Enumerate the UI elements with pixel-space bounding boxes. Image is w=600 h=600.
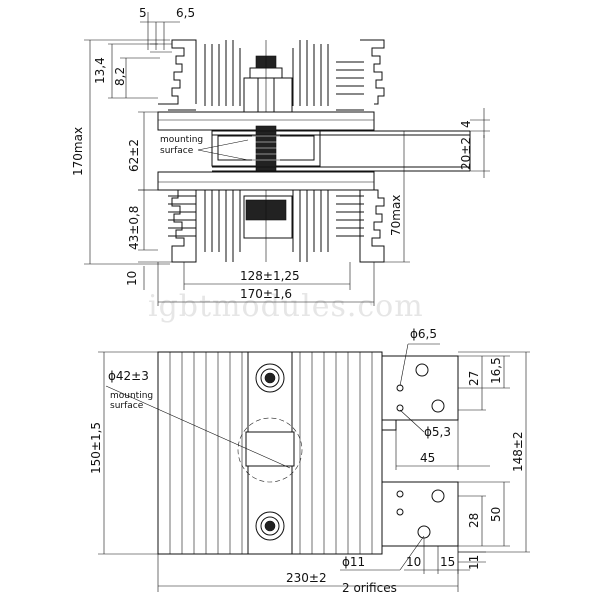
mounting-circle xyxy=(237,417,303,483)
top-mounting-label: mounting xyxy=(160,135,203,145)
bottom-mounting-label: mounting xyxy=(110,391,153,401)
dim-148: 148±2 xyxy=(511,431,525,472)
dim-13-4: 13,4 xyxy=(93,57,107,84)
dim-43: 43±0,8 xyxy=(127,206,141,250)
lower-heatsink xyxy=(157,171,385,263)
dim-45: 45 xyxy=(420,451,435,465)
dim-10-bottom: 10 xyxy=(406,555,421,569)
orifices-label: 2 orifices xyxy=(342,581,397,595)
dim-70max: 70max xyxy=(389,195,403,236)
bottom-view: ϕ42±3 mounting surface ϕ6,5 ϕ5,3 27 16,5 xyxy=(89,327,530,595)
dim-4: 4 xyxy=(459,120,473,128)
dim-phi11: ϕ11 xyxy=(342,555,365,569)
dim-6-5: 6,5 xyxy=(176,6,195,20)
dim-230: 230±2 xyxy=(286,571,327,585)
dim-62: 62±2 xyxy=(127,139,141,172)
dim-28: 28 xyxy=(467,513,481,528)
dim-20: 20±2 xyxy=(459,137,473,170)
watermark: igbtmodules.com xyxy=(148,289,424,324)
top-view: mounting surface 5 6,5 13,4 8,2 170max 6… xyxy=(71,6,490,306)
dim-phi5-3: ϕ5,3 xyxy=(424,425,451,439)
dim-170max: 170max xyxy=(71,127,85,176)
dim-phi6-5: ϕ6,5 xyxy=(410,327,437,341)
dim-170: 170±1,6 xyxy=(240,287,292,301)
dim-128: 128±1,25 xyxy=(240,269,300,283)
device-stack xyxy=(211,125,471,173)
dim-8-2: 8,2 xyxy=(113,67,127,86)
phi42-label: ϕ42±3 xyxy=(108,369,149,383)
dim-50: 50 xyxy=(489,507,503,522)
upper-heatsink xyxy=(157,39,385,131)
dim-10: 10 xyxy=(125,271,139,286)
dim-16-5: 16,5 xyxy=(489,357,503,384)
dim-15: 15 xyxy=(440,555,455,569)
top-surface-label: surface xyxy=(160,146,194,156)
dim-27: 27 xyxy=(467,371,481,386)
dim-5: 5 xyxy=(139,6,147,20)
bottom-surface-label: surface xyxy=(110,401,144,411)
dim-150: 150±1,5 xyxy=(89,422,103,474)
dim-11: 11 xyxy=(467,555,481,570)
